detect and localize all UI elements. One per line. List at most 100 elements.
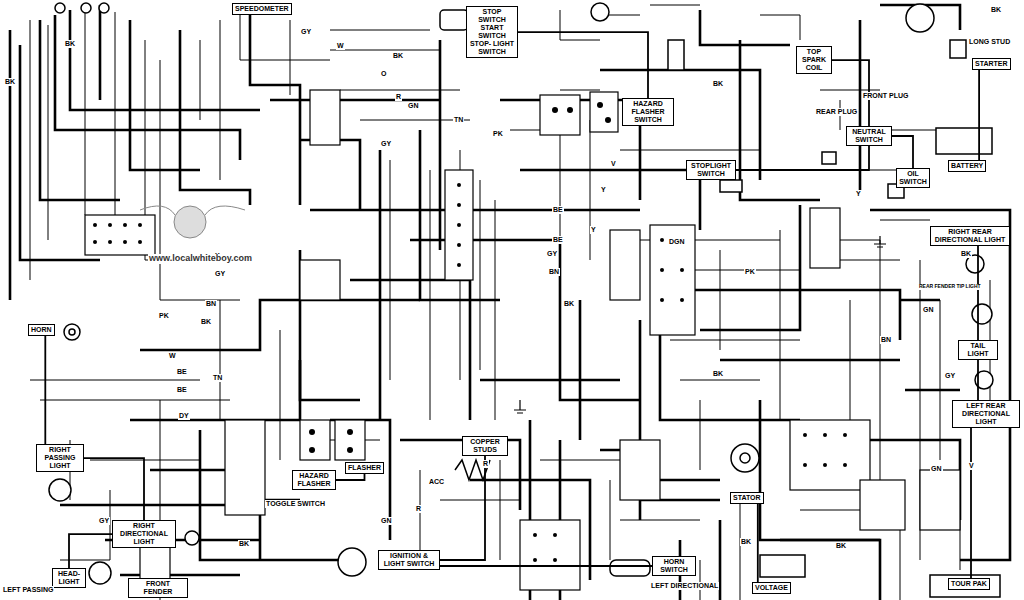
wire-color-code: BN bbox=[880, 336, 892, 344]
wire-color-code: W bbox=[168, 352, 177, 360]
wire-color-code: GY bbox=[944, 372, 956, 380]
wire-color-code: GY bbox=[98, 517, 110, 525]
part-label: REAR FENDER TIP LIGHT bbox=[918, 284, 982, 290]
component-name: STOP SWITCH bbox=[469, 8, 515, 24]
wire-connector bbox=[892, 136, 913, 168]
component-box: STOP SWITCHSTART SWITCHSTOP- LIGHT SWITC… bbox=[466, 6, 518, 58]
component-box: TAIL LIGHT bbox=[958, 340, 998, 360]
component-box: STOPLIGHT SWITCH bbox=[686, 160, 736, 180]
component-box: VOLTAGE bbox=[752, 582, 791, 594]
wire-connector bbox=[69, 534, 112, 568]
thick-wires bbox=[10, 5, 1010, 600]
component-box: RIGHT PASSING LIGHT bbox=[36, 444, 84, 472]
component-box: HAZARD FLASHER bbox=[292, 470, 336, 490]
wire-color-code: TN bbox=[212, 374, 223, 382]
component-name: HAZARD FLASHER bbox=[295, 472, 333, 488]
wire-connector bbox=[84, 458, 144, 520]
wire-color-code: BK bbox=[835, 542, 847, 550]
component-name: RIGHT REAR DIRECTIONAL LIGHT bbox=[933, 228, 1007, 244]
wire-color-code: BE bbox=[552, 206, 564, 214]
part-label: TOGGLE SWITCH bbox=[265, 500, 326, 508]
wire-color-code: R bbox=[395, 93, 402, 101]
wire-connector bbox=[757, 504, 759, 582]
connector-blocks bbox=[85, 90, 960, 590]
wire-color-code: BE bbox=[176, 386, 188, 394]
wire-color-code: BK bbox=[200, 318, 212, 326]
component-box: STARTER bbox=[972, 58, 1011, 70]
component-name: TAIL LIGHT bbox=[961, 342, 995, 358]
component-box: TOUR PAK bbox=[948, 578, 990, 590]
component-name: RIGHT DIRECTIONAL LIGHT bbox=[115, 522, 173, 546]
component-name: START SWITCH bbox=[469, 24, 515, 40]
wire-color-code: PK bbox=[158, 312, 170, 320]
wire-color-code: BE bbox=[176, 368, 188, 376]
component-name: HORN bbox=[31, 326, 52, 334]
wire-color-code: TN bbox=[453, 116, 464, 124]
component-name: STOPLIGHT SWITCH bbox=[689, 162, 733, 178]
watermark-emblem bbox=[140, 206, 245, 238]
component-box: BATTERY bbox=[948, 160, 986, 172]
connector-pins bbox=[93, 102, 847, 562]
wire-connector bbox=[440, 565, 652, 567]
component-name: RIGHT PASSING LIGHT bbox=[39, 446, 81, 470]
wire-color-code: BN bbox=[548, 268, 560, 276]
wire-connector bbox=[977, 246, 979, 340]
wire-color-code: DGN bbox=[668, 238, 686, 246]
wire-color-code: BK bbox=[64, 40, 76, 48]
component-box: FRONT FENDER bbox=[128, 578, 188, 598]
component-box: HAZARD FLASHER SWITCH bbox=[622, 98, 674, 126]
wire-color-code: BK bbox=[4, 78, 16, 86]
wire-connector bbox=[977, 360, 979, 400]
wire-color-code: V bbox=[968, 462, 975, 470]
wire-color-code: Y bbox=[600, 186, 607, 194]
component-name: STARTER bbox=[975, 60, 1008, 68]
part-label: LEFT PASSING bbox=[2, 586, 54, 594]
wire-color-code: GN bbox=[922, 306, 935, 314]
wire-connector bbox=[44, 336, 46, 444]
component-name: HEAD- LIGHT bbox=[55, 570, 83, 586]
component-name: NEUTRAL SWITCH bbox=[849, 128, 889, 144]
part-label: LEFT DIRECTIONAL bbox=[650, 582, 719, 590]
component-name: LEFT REAR DIRECTIONAL LIGHT bbox=[955, 402, 1017, 426]
wire-connector bbox=[518, 32, 648, 98]
wire-color-code: BE bbox=[552, 236, 564, 244]
wire-color-code: BK bbox=[712, 80, 724, 88]
wire-color-code: BK bbox=[712, 370, 724, 378]
component-name: FRONT FENDER bbox=[131, 580, 185, 596]
component-name: STOP- LIGHT SWITCH bbox=[469, 40, 515, 56]
wire-color-code: GY bbox=[546, 250, 558, 258]
component-box: COPPER STUDS bbox=[462, 436, 508, 456]
part-label: www.localwhiteboy.com bbox=[148, 254, 253, 264]
component-name: SPEEDOMETER bbox=[235, 5, 289, 13]
part-label: FRONT PLUG bbox=[862, 92, 910, 100]
wire-color-code: GY bbox=[380, 140, 392, 148]
wire-color-code: O bbox=[380, 70, 387, 78]
wire-color-code: GN bbox=[380, 517, 393, 525]
wire-color-code: PK bbox=[744, 268, 756, 276]
component-name: IGNITION & LIGHT SWITCH bbox=[381, 552, 437, 568]
component-box: FLASHER bbox=[345, 462, 384, 474]
thin-wires bbox=[30, 5, 990, 600]
wire-connector bbox=[970, 428, 972, 578]
component-box: NEUTRAL SWITCH bbox=[846, 126, 892, 146]
wire-connector bbox=[736, 146, 869, 170]
component-name: STATOR bbox=[733, 494, 761, 502]
wire-color-code: BK bbox=[238, 540, 250, 548]
wire-color-code: W bbox=[336, 42, 345, 50]
wire-connector bbox=[978, 70, 980, 160]
component-name: HORN SWITCH bbox=[655, 558, 693, 574]
wire-color-code: BK bbox=[990, 6, 1002, 14]
wire-connector bbox=[336, 474, 365, 480]
component-name: FLASHER bbox=[348, 464, 381, 472]
ground-symbols bbox=[514, 130, 886, 413]
wire-color-code: BK bbox=[563, 300, 575, 308]
wire-color-code: BK bbox=[960, 250, 972, 258]
wire-color-code: GY bbox=[214, 270, 226, 278]
component-box: TOP SPARK COIL bbox=[796, 46, 832, 74]
component-name: HAZARD FLASHER SWITCH bbox=[625, 100, 671, 124]
wire-color-code: Y bbox=[855, 190, 862, 198]
part-label: REAR PLUG bbox=[815, 108, 858, 116]
component-box: HEAD- LIGHT bbox=[52, 568, 86, 588]
